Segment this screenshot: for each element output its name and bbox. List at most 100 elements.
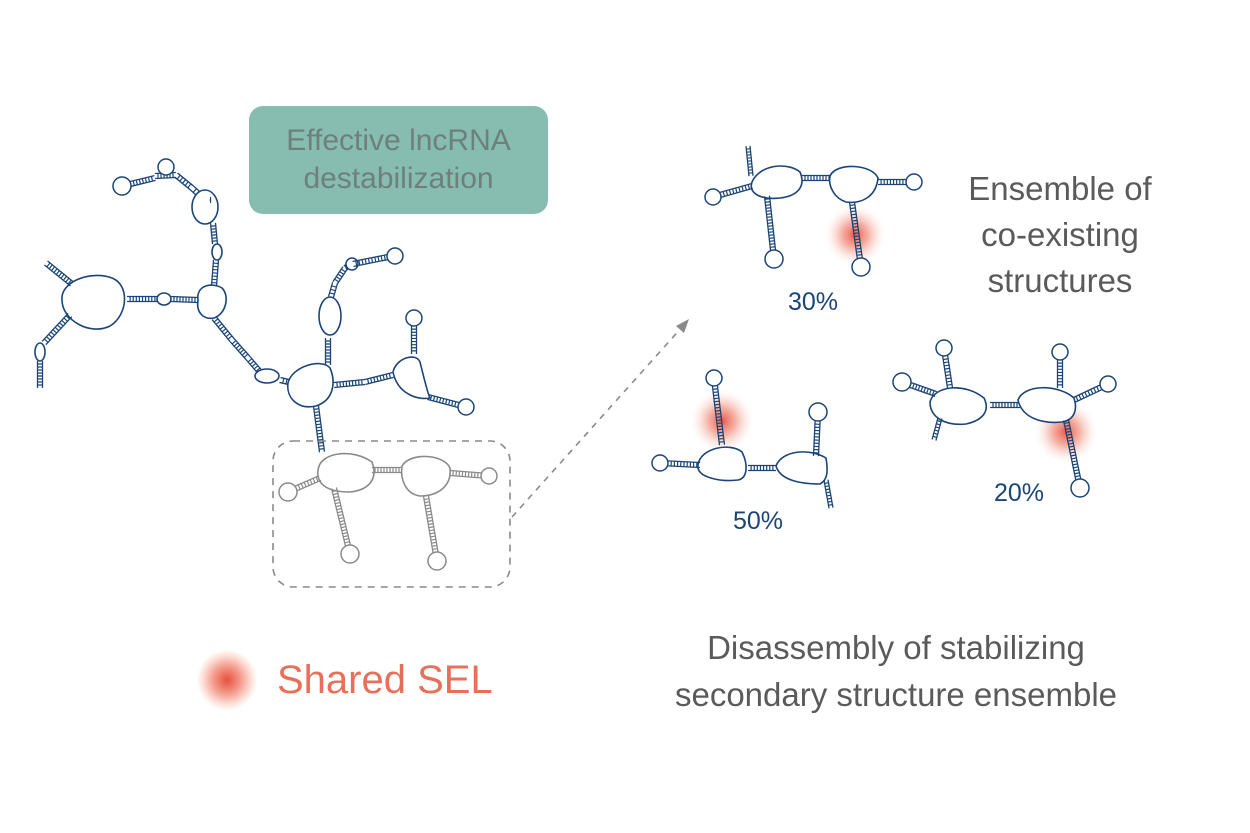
helix (294, 475, 322, 492)
helix (343, 264, 349, 271)
hairpin-loop (905, 173, 923, 191)
helix (745, 145, 754, 177)
hairpin-loop (112, 176, 132, 196)
helix (209, 222, 219, 245)
helix (229, 337, 251, 361)
multi-loop (317, 452, 375, 493)
caption-line-1: Disassembly of stabilizing (707, 629, 1085, 666)
multi-loop (775, 451, 828, 485)
legend-label: Shared SEL (277, 657, 493, 702)
multi-loop (929, 387, 988, 426)
badge-line-2: destabilization (303, 162, 494, 195)
bottom-caption: Disassembly of stabilizing secondary str… (600, 624, 1192, 718)
helix (711, 385, 726, 446)
internal-loop (211, 243, 223, 261)
helix (352, 253, 389, 268)
hairpin-loop (935, 339, 953, 357)
helix (763, 195, 777, 251)
helix (44, 260, 74, 287)
hairpin-loop (651, 454, 669, 472)
helix (878, 178, 906, 186)
helix (245, 355, 263, 375)
helix (312, 405, 326, 453)
helix (130, 174, 156, 187)
badge-line-1: Effective lncRNA (286, 124, 511, 157)
helix (942, 355, 954, 389)
helix (364, 371, 394, 386)
helix (333, 378, 366, 389)
helix (36, 361, 44, 388)
multi-loop (828, 165, 879, 204)
multi-loop (287, 362, 334, 408)
helix (422, 495, 439, 553)
multi-loop (750, 165, 803, 200)
helix (909, 382, 938, 397)
selected-subregion (278, 452, 498, 571)
ensemble-line-2: co-existing (981, 216, 1139, 253)
hairpin-loop (340, 544, 360, 564)
hairpin-loop (1051, 343, 1069, 361)
helix (41, 312, 73, 346)
multi-loop (61, 274, 126, 330)
hairpin-loop (1099, 375, 1117, 393)
multi-loop (697, 446, 747, 482)
hairpin-loop (157, 158, 175, 176)
helix (1062, 419, 1082, 480)
hairpin-loop (386, 247, 404, 265)
multi-loop (196, 284, 227, 320)
helix (931, 417, 943, 441)
helix (174, 172, 194, 191)
multi-loop (400, 455, 451, 497)
helix (719, 182, 753, 198)
hairpin-loop (704, 188, 722, 206)
internal-loop (191, 189, 219, 225)
internal-loop (318, 296, 342, 336)
helix (327, 282, 339, 298)
percent-label-20: 20% (994, 479, 1045, 507)
internal-loop (34, 342, 46, 362)
helix (427, 393, 460, 409)
structure-30 (704, 145, 923, 277)
helix (667, 460, 701, 469)
hairpin-loop (480, 467, 498, 485)
helix (127, 295, 158, 303)
helix (823, 479, 834, 509)
helix (990, 401, 1020, 409)
hairpin-loop (1070, 478, 1090, 498)
helix (372, 466, 402, 474)
hairpin-loop (278, 482, 298, 502)
hairpin-loop (405, 309, 423, 327)
helix (802, 174, 832, 182)
hairpin-loop (705, 369, 723, 387)
helix (332, 266, 348, 285)
helix (748, 464, 776, 472)
helix (210, 259, 220, 287)
ensemble-line-3: structures (987, 262, 1133, 299)
hairpin-loop (764, 249, 784, 269)
helix (211, 316, 235, 342)
helix (1056, 360, 1064, 388)
helix (812, 420, 821, 457)
internal-loop (156, 292, 172, 306)
hairpin-loop (457, 398, 475, 416)
multi-loop (1017, 387, 1077, 424)
structure-20 (892, 339, 1117, 498)
caption-line-2: secondary structure ensemble (674, 676, 1118, 713)
hairpin-loop (808, 402, 828, 422)
internal-loop (254, 368, 280, 384)
zoom-arrow (511, 319, 689, 518)
helix (170, 295, 199, 304)
helix (449, 469, 482, 479)
lncrna-secondary-structure (34, 158, 475, 453)
ensemble-title: Ensemble of co-existing structures (940, 166, 1180, 304)
destabilization-badge: Effective lncRNA destabilization (249, 106, 548, 214)
sel-glow-30 (823, 203, 887, 267)
helix (1072, 384, 1103, 403)
helix (330, 487, 351, 546)
percent-label-50: 50% (733, 507, 784, 535)
sel-legend-icon (197, 650, 257, 710)
hairpin-loop (892, 372, 912, 392)
helix (209, 196, 212, 204)
helix (410, 326, 418, 354)
